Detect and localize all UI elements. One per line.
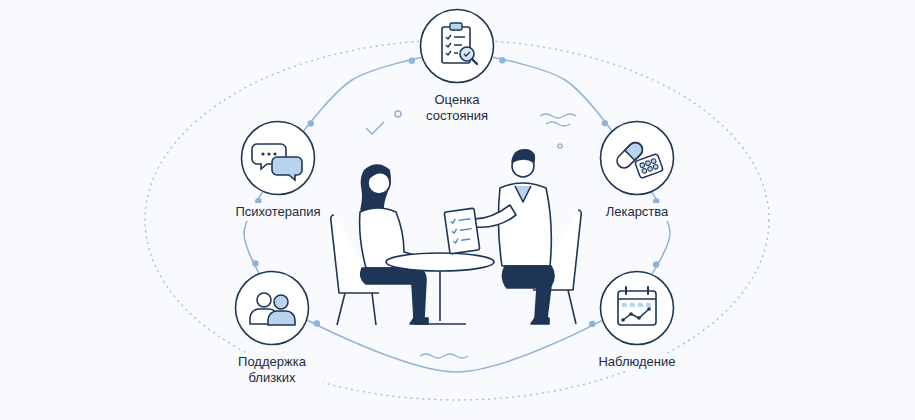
ring-link-group [307,320,601,372]
step-circle: Наблюдение [591,270,683,371]
node-circle [601,272,674,345]
joint-dot [602,120,608,126]
ring-connector [307,320,601,372]
joint-dot [307,120,313,126]
circle-outline [240,120,316,196]
step-icon [252,144,302,180]
node-circle [236,272,309,345]
circle-outline [419,8,495,84]
node-circle [601,122,674,195]
circle-outline [599,120,675,196]
step-icon [614,140,663,179]
node-circle [242,122,315,195]
step-icon [250,293,295,325]
step-label: Психотерапия [232,203,323,221]
outer-dotted-ring [145,40,769,400]
step-label: Наблюдение [595,353,678,371]
joint-dot [653,261,659,267]
joint-dot [252,260,258,266]
step-circle: Поддержка близких [217,270,327,387]
step-label: Поддержка близких [221,353,323,387]
joint-dot [409,57,415,63]
ring-link-group [493,57,612,130]
step-icon [442,23,477,64]
step-icon [618,287,656,325]
ring-connector [493,57,612,130]
ring-connector [304,58,422,131]
circle-outline [599,270,675,346]
joint-dot [499,57,505,63]
step-circle: Оценка состояния [402,8,512,125]
consultation-scene [331,150,581,325]
node-circle [421,10,494,83]
circle-outline [234,270,310,346]
joint-dot [314,320,320,326]
step-circle: Лекарства [599,120,676,221]
step-label: Лекарства [603,203,672,221]
step-circle: Психотерапия [228,120,328,221]
step-label: Оценка состояния [406,91,508,125]
ring-link-group [304,57,422,130]
joint-dot [589,321,595,327]
